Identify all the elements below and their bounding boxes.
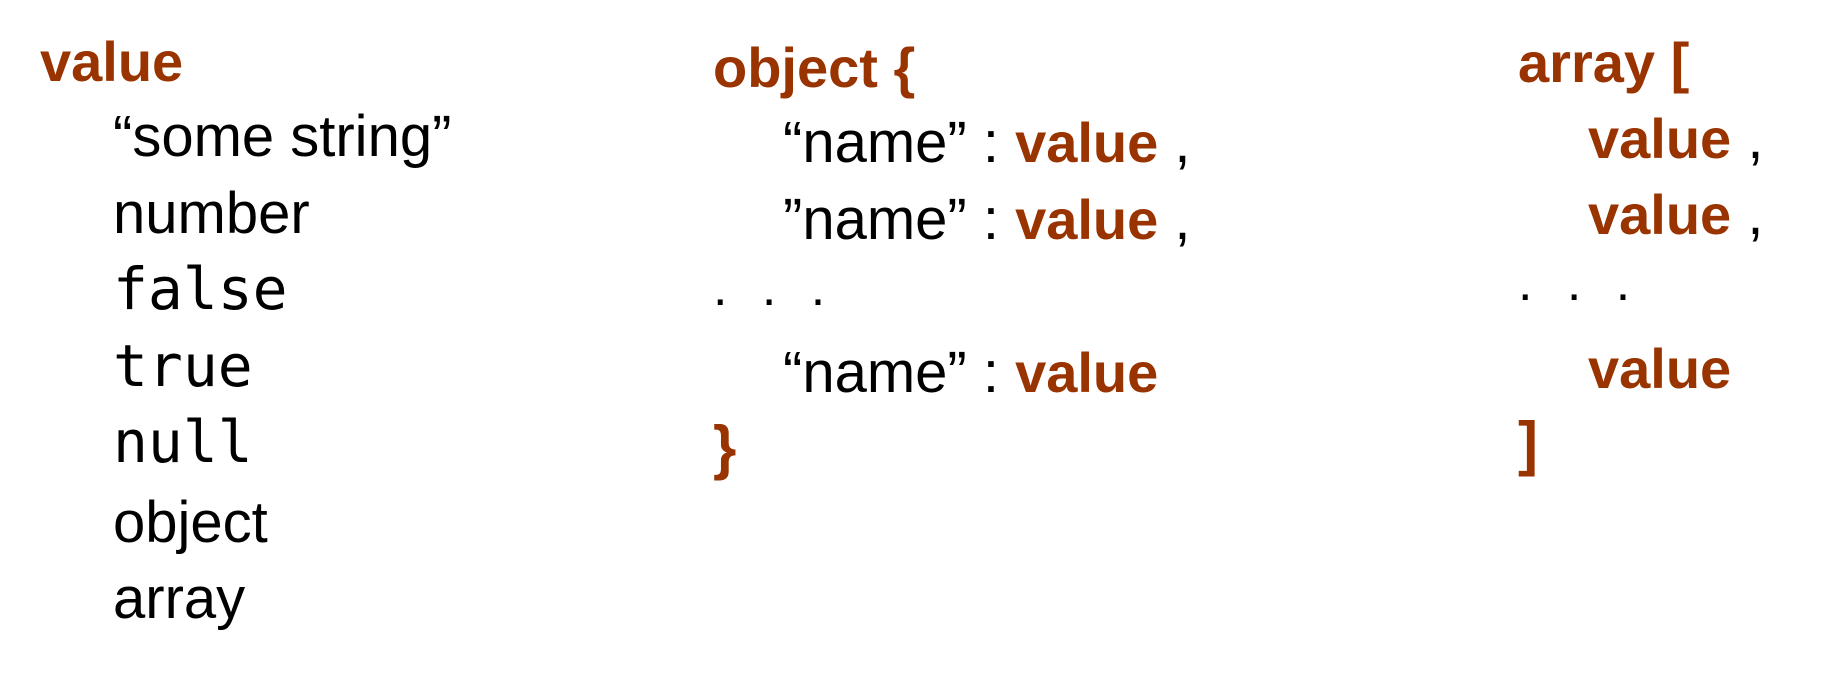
object-entry: “name” : value ,	[783, 114, 1191, 172]
object-entry-sep: :	[966, 110, 1016, 175]
array-entry-value: value	[1588, 183, 1732, 246]
value-item-string: “some string”	[113, 104, 452, 169]
array-entry-comma: ,	[1731, 106, 1764, 171]
object-entry-value: value	[1015, 111, 1159, 174]
array-entry: value ,	[1588, 110, 1763, 168]
value-item-true: true	[113, 332, 253, 400]
object-ellipsis: . . .	[713, 259, 836, 317]
object-entry-name: “name”	[783, 340, 967, 405]
array-entry-comma: ,	[1731, 182, 1764, 247]
object-entry-value: value	[1015, 341, 1159, 404]
value-item-object: object	[113, 490, 268, 555]
value-item-array: array	[113, 566, 246, 631]
object-entry-name: ”name”	[783, 187, 967, 252]
array-heading: array [	[1518, 31, 1690, 94]
object-entry-comma: ,	[1158, 187, 1191, 252]
object-entry: ”name” : value ,	[783, 191, 1191, 249]
array-entry: value ,	[1588, 186, 1763, 244]
array-entry: value	[1588, 340, 1731, 398]
array-entry-value: value	[1588, 337, 1732, 400]
object-entry: “name” : value	[783, 344, 1158, 402]
value-item-number: number	[113, 181, 310, 246]
array-ellipsis: . . .	[1518, 254, 1641, 312]
object-entry-sep: :	[966, 187, 1016, 252]
object-entry-name: “name”	[783, 110, 967, 175]
array-closing-bracket: ]	[1518, 410, 1538, 477]
object-entry-sep: :	[966, 340, 1016, 405]
object-heading: object {	[713, 36, 916, 99]
object-entry-value: value	[1015, 188, 1159, 251]
array-entry-value: value	[1588, 107, 1732, 170]
object-entry-comma: ,	[1158, 110, 1191, 175]
value-heading: value	[40, 30, 184, 93]
value-item-false: false	[113, 255, 288, 323]
value-item-null: null	[113, 408, 253, 476]
object-closing-brace: }	[713, 414, 737, 481]
